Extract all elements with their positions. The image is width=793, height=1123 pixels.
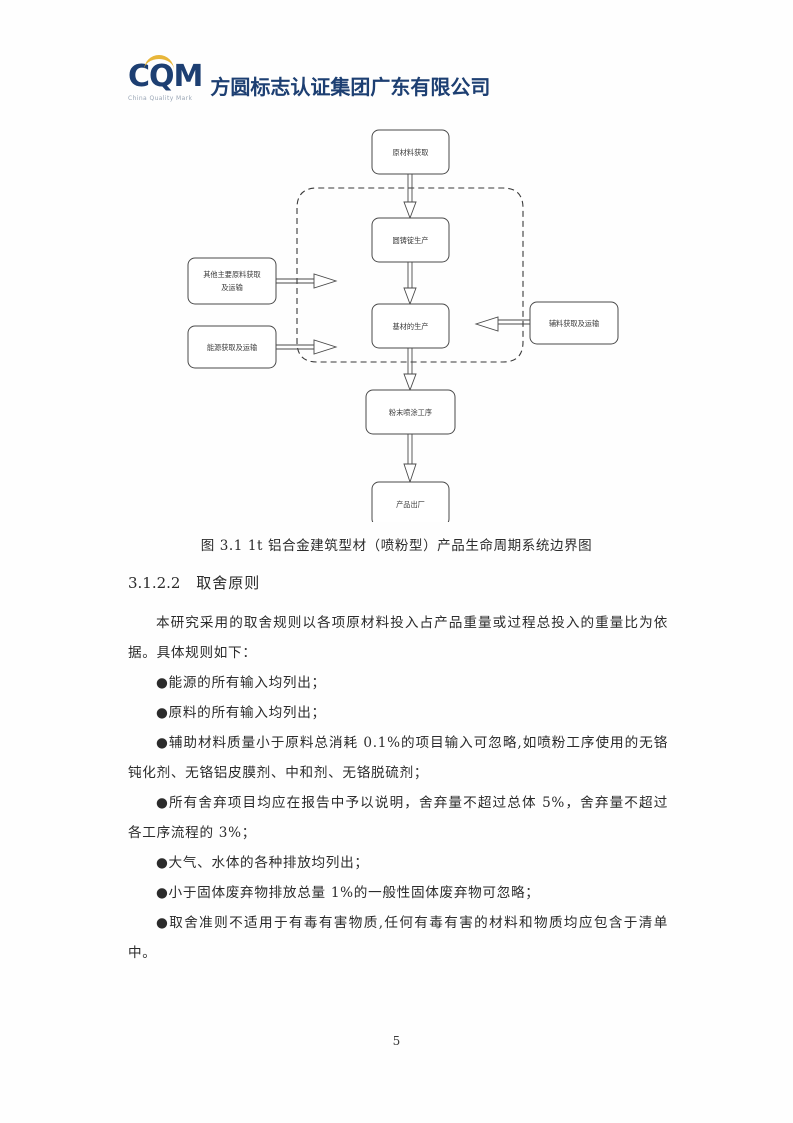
connector-auxiliary-inflow <box>474 316 530 332</box>
connector-coating-to-product <box>403 434 417 484</box>
node-other-main-material-label-2: 及运输 <box>221 283 243 292</box>
node-auxiliary: 辅料获取及运输 <box>529 301 619 345</box>
bullet-item: ●大气、水体的各种排放均列出； <box>156 855 369 871</box>
bullet-item: ●所有舍弃项目均应在报告中予以说明，舍弃量不超过总体 5%，舍弃量不超过各工序流… <box>128 795 668 841</box>
body-text: 本研究采用的取舍规则以各项原材料投入占产品重量或过程总投入的重量比为依据。具体规… <box>128 608 668 968</box>
node-other-main-material: 其他主要原料获取 及运输 <box>187 257 277 305</box>
node-energy-label: 能源获取及运输 <box>207 343 257 352</box>
section-number: 3.1.2.2 <box>128 574 181 592</box>
bullet-item: ●能源的所有输入均列出； <box>156 675 326 691</box>
node-other-main-material-label-1: 其他主要原料获取 <box>203 270 261 279</box>
node-auxiliary-label: 辅料获取及运输 <box>549 319 599 328</box>
connector-other-material-inflow <box>276 273 338 289</box>
paragraph-intro: 本研究采用的取舍规则以各项原材料投入占产品重量或过程总投入的重量比为依据。具体规… <box>128 615 668 661</box>
node-substrate-label: 基材的生产 <box>393 322 429 331</box>
node-product-out: 产品出厂 <box>371 481 450 522</box>
section-heading: 3.1.2.2 取舍原则 <box>128 572 260 593</box>
node-energy: 能源获取及运输 <box>187 325 277 369</box>
section-title: 取舍原则 <box>196 574 261 592</box>
bullet-item: ●辅助材料质量小于原料总消耗 0.1%的项目输入可忽略,如喷粉工序使用的无铬钝化… <box>128 735 668 781</box>
logo-arc-icon <box>144 55 174 70</box>
company-name: 方圆标志认证集团广东有限公司 <box>210 75 491 99</box>
figure-caption: 图 3.1 1t 铝合金建筑型材（喷粉型）产品生命周期系统边界图 <box>200 538 593 554</box>
connector-energy-inflow <box>276 339 338 355</box>
node-ingot: 圆铸锭生产 <box>371 217 450 263</box>
logo-tagline: China Quality Mark <box>128 95 193 102</box>
connector-ingot-to-substrate <box>403 262 417 306</box>
cqm-logo: CQM China Quality Mark <box>128 55 203 102</box>
lifecycle-boundary-diagram: 原材料获取 圆铸锭生产 基材的生产 粉末喷涂工序 产品出厂 其他主要原料获取 <box>170 122 630 522</box>
node-powder-coating: 粉末喷涂工序 <box>365 389 456 435</box>
node-ingot-label: 圆铸锭生产 <box>393 236 429 245</box>
node-substrate: 基材的生产 <box>371 303 450 349</box>
document-header: CQM China Quality Mark 方圆标志认证集团广东有限公司 <box>128 55 491 102</box>
node-raw-material: 原材料获取 <box>371 129 450 175</box>
bullet-item: ●小于固体废弃物排放总量 1%的一般性固体废弃物可忽略； <box>156 885 540 901</box>
connector-substrate-to-coating <box>403 348 417 392</box>
page-number: 5 <box>392 1034 401 1048</box>
connector-raw-to-ingot <box>403 174 417 220</box>
bullet-item: ●原料的所有输入均列出； <box>156 705 326 721</box>
node-product-out-label: 产品出厂 <box>396 500 425 509</box>
system-boundary <box>296 187 524 363</box>
bullet-item: ●取舍准则不适用于有毒有害物质,任何有毒有害的材料和物质均应包含于清单中。 <box>128 915 668 961</box>
node-raw-material-label: 原材料获取 <box>393 148 429 157</box>
node-powder-coating-label: 粉末喷涂工序 <box>389 408 432 417</box>
